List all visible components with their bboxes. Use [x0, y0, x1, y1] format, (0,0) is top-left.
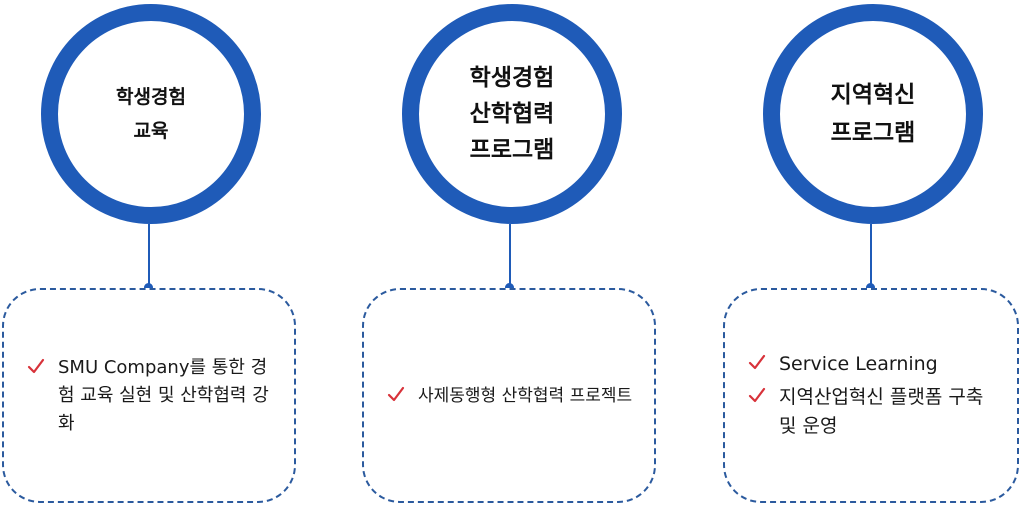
program-card: Service Learning 지역산업혁신 플랫폼 구축 및 운영	[723, 288, 1019, 503]
program-column-1: 학생경험 교육 SMU Company를 통한 경험 교육 실현 및 산학협력 …	[0, 0, 300, 507]
circle-title-line: 교육	[133, 120, 169, 142]
connector-dot	[505, 283, 514, 292]
circle-title-line: 학생경험	[116, 86, 186, 108]
connector-dot	[866, 283, 875, 292]
program-card: 사제동행형 산학협력 프로젝트	[362, 288, 656, 503]
list-item: 지역산업혁신 플랫폼 구축 및 운영	[747, 383, 1005, 441]
program-circle: 지역혁신 프로그램	[763, 4, 983, 224]
program-column-2: 학생경험 산학협력 프로그램 사제동행형 산학협력 프로젝트	[361, 0, 661, 507]
connector-line	[509, 224, 511, 286]
program-card: SMU Company를 통한 경험 교육 실현 및 산학협력 강화	[2, 288, 296, 503]
check-icon	[748, 354, 766, 370]
check-icon	[387, 386, 405, 401]
circle-title-line: 지역혁신	[830, 82, 916, 108]
program-circle: 학생경험 교육	[41, 4, 261, 224]
connector-line	[870, 224, 872, 286]
check-icon	[27, 358, 45, 373]
list-item-text: Service Learning	[779, 353, 938, 375]
list-item: 사제동행형 산학협력 프로젝트	[386, 382, 642, 410]
connector-line	[148, 224, 150, 286]
list-item: Service Learning	[747, 350, 1005, 379]
list-item-text: 사제동행형 산학협력 프로젝트	[418, 385, 633, 406]
circle-title-line: 학생경험	[469, 65, 555, 91]
circle-title-line: 프로그램	[830, 120, 916, 146]
list-item: SMU Company를 통한 경험 교육 실현 및 산학협력 강화	[26, 354, 282, 438]
circle-title-line: 산학협력	[469, 101, 555, 127]
list-item-text: 지역산업혁신 플랫폼 구축 및 운영	[779, 386, 984, 437]
circle-title-line: 프로그램	[469, 137, 555, 163]
check-icon	[748, 387, 766, 403]
connector-dot	[144, 283, 153, 292]
program-circle: 학생경험 산학협력 프로그램	[402, 4, 622, 224]
program-column-3: 지역혁신 프로그램 Service Learning 지역산업혁신 플랫폼 구축…	[721, 0, 1020, 507]
list-item-text: SMU Company를 통한 경험 교육 실현 및 산학협력 강화	[58, 356, 269, 434]
